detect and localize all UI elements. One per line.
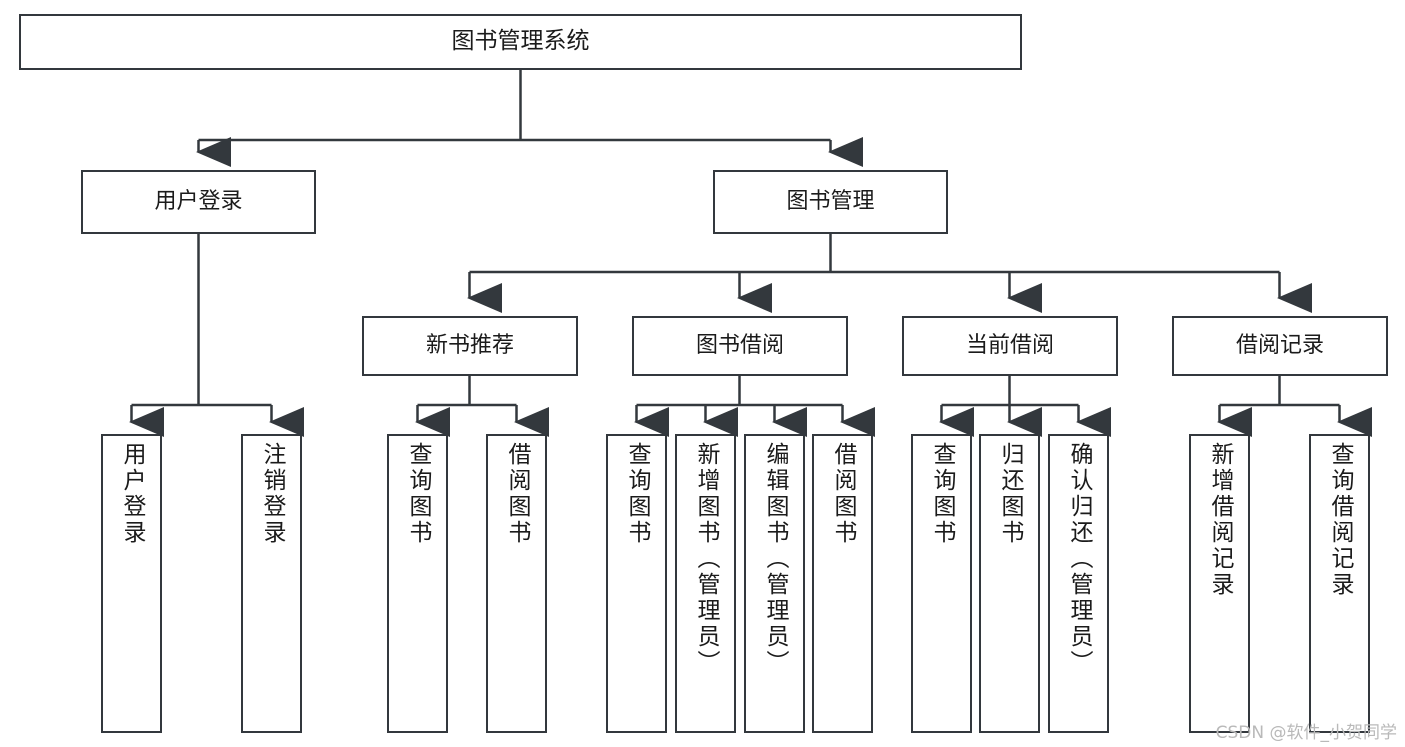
leaf-user-login-logout[interactable]: 注销登录 xyxy=(241,434,302,733)
leaf-new-book-query[interactable]: 查询图书 xyxy=(387,434,448,733)
leaf-book-borrow-query-label: 查询图书 xyxy=(624,442,650,546)
leaf-book-borrow-add[interactable]: 新增图书（管理员） xyxy=(675,434,736,733)
node-user-login-label: 用户登录 xyxy=(154,189,243,215)
node-book-management-label: 图书管理 xyxy=(786,189,875,215)
leaf-book-borrow-borrow[interactable]: 借阅图书 xyxy=(812,434,873,733)
node-root-label: 图书管理系统 xyxy=(451,28,590,55)
node-book-borrow-label: 图书借阅 xyxy=(695,333,784,359)
leaf-borrow-record-add[interactable]: 新增借阅记录 xyxy=(1189,434,1250,733)
leaf-current-borrow-return[interactable]: 归还图书 xyxy=(979,434,1040,733)
leaf-book-borrow-add-label: 新增图书（管理员） xyxy=(693,442,719,676)
leaf-current-borrow-query[interactable]: 查询图书 xyxy=(911,434,972,733)
leaf-borrow-record-add-label: 新增借阅记录 xyxy=(1207,442,1233,598)
leaf-book-borrow-borrow-label: 借阅图书 xyxy=(830,442,856,546)
node-new-book-recommend[interactable]: 新书推荐 xyxy=(362,316,578,376)
node-borrow-record-label: 借阅记录 xyxy=(1235,333,1324,359)
node-root[interactable]: 图书管理系统 xyxy=(19,14,1022,70)
leaf-user-login-login[interactable]: 用户登录 xyxy=(101,434,162,733)
node-new-book-recommend-label: 新书推荐 xyxy=(425,333,514,359)
leaf-user-login-login-label: 用户登录 xyxy=(119,442,145,546)
node-borrow-record[interactable]: 借阅记录 xyxy=(1172,316,1388,376)
watermark: CSDN @软件_小贺同学 xyxy=(1215,723,1397,743)
leaf-new-book-query-label: 查询图书 xyxy=(405,442,431,546)
leaf-book-borrow-edit[interactable]: 编辑图书（管理员） xyxy=(744,434,805,733)
leaf-user-login-logout-label: 注销登录 xyxy=(259,442,285,546)
node-book-borrow[interactable]: 图书借阅 xyxy=(632,316,848,376)
leaf-current-borrow-query-label: 查询图书 xyxy=(929,442,955,546)
leaf-book-borrow-edit-label: 编辑图书（管理员） xyxy=(762,442,788,676)
leaf-book-borrow-query[interactable]: 查询图书 xyxy=(606,434,667,733)
leaf-new-book-borrow[interactable]: 借阅图书 xyxy=(486,434,547,733)
node-book-management[interactable]: 图书管理 xyxy=(713,170,948,234)
node-current-borrow-label: 当前借阅 xyxy=(965,333,1054,359)
leaf-new-book-borrow-label: 借阅图书 xyxy=(504,442,530,546)
node-user-login[interactable]: 用户登录 xyxy=(81,170,316,234)
leaf-borrow-record-query-label: 查询借阅记录 xyxy=(1327,442,1353,598)
leaf-current-borrow-confirm[interactable]: 确认归还（管理员） xyxy=(1048,434,1109,733)
leaf-borrow-record-query[interactable]: 查询借阅记录 xyxy=(1309,434,1370,733)
leaf-current-borrow-return-label: 归还图书 xyxy=(997,442,1023,546)
leaf-current-borrow-confirm-label: 确认归还（管理员） xyxy=(1066,442,1092,676)
node-current-borrow[interactable]: 当前借阅 xyxy=(902,316,1118,376)
